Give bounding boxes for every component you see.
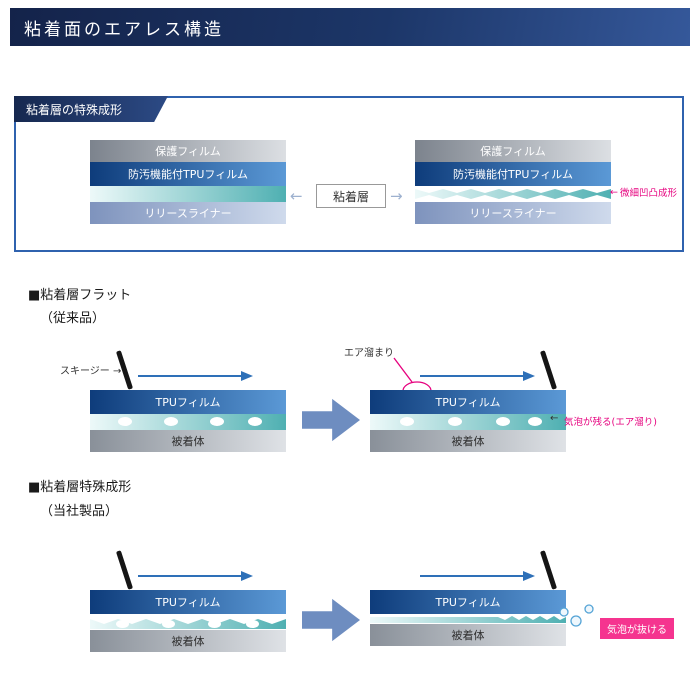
layer-adhesive-wavy [90,614,286,630]
substrate-layer: 被着体 [90,430,286,452]
block-arrow-icon [302,398,360,442]
special-section-subheading: （当社製品） [40,504,119,519]
block-arrow-icon [302,598,360,642]
box-badge: 粘着層の特殊成形 [14,96,168,122]
flat-stack-after: TPUフィルム 被着体 [370,390,566,452]
layer-adhesive [370,414,566,430]
layer-adhesive-compressed [370,614,566,624]
annotation-text: 微細凹凸成形 [619,188,677,199]
bubbles-remain-label: 気泡が残る(エア溜り) [564,417,657,428]
layer-tpu-film: 防汚機能付TPUフィルム [90,162,286,186]
substrate-layer: 被着体 [370,624,566,646]
motion-arrow [138,371,253,381]
layer-tpu-film: TPUフィルム [370,590,566,614]
air-bubble [116,620,129,628]
page-title: 粘着面のエアレス構造 [24,19,224,40]
layer-tpu-film: 防汚機能付TPUフィルム [415,162,611,186]
wavy-adhesive-shape [415,189,611,199]
compressed-adhesive-shape [370,616,566,623]
film-stack-textured: 保護フィルム 防汚機能付TPUフィルム リリースライナー [415,140,611,224]
air-bubble [162,620,175,628]
air-bubble [528,417,542,426]
motion-arrow [420,371,535,381]
adhesive-layer-label: 粘着層 [316,184,386,208]
squeegee-icon [539,550,558,590]
air-pocket-label: エア溜まり [344,348,394,359]
motion-arrow [138,571,253,581]
substrate-layer: 被着体 [90,630,286,652]
special-section-heading: ■粘着層特殊成形 [28,480,132,495]
squeegee-label: スキージー → [60,366,122,377]
special-stack-after: TPUフィルム 被着体 [370,590,566,646]
air-bubble [210,417,224,426]
arrow-right-icon: → [390,187,403,205]
annotation-arrow-icon: ← [610,186,618,198]
film-stack-flat: 保護フィルム 防汚機能付TPUフィルム リリースライナー [90,140,286,224]
escaping-bubbles-icon [559,604,594,627]
special-molding-box: 粘着層の特殊成形 保護フィルム 防汚機能付TPUフィルム リリースライナー ← … [14,96,684,252]
bubbles-escape-badge: 気泡が抜ける [600,618,674,639]
layer-release-liner: リリースライナー [415,202,611,224]
air-bubble [248,417,262,426]
header-bar: 粘着面のエアレス構造 [10,8,690,46]
air-bubble [118,417,132,426]
micro-texture-annotation: ← 微細凹凸成形 [610,185,677,200]
layer-protect-film: 保護フィルム [415,140,611,162]
substrate-layer: 被着体 [370,430,566,452]
air-bubble [400,417,414,426]
squeegee-icon [539,350,558,390]
air-bubble [448,417,462,426]
layer-adhesive-wavy [415,186,611,202]
bubbles-remain-arrow-icon: ← [550,413,559,424]
layer-protect-film: 保護フィルム [90,140,286,162]
layer-tpu-film: TPUフィルム [370,390,566,414]
squeegee-icon [115,550,134,590]
air-bubble [246,620,259,628]
layer-adhesive [90,414,286,430]
wavy-adhesive-shape [90,619,286,629]
flat-section-subheading: （従来品） [40,311,106,326]
air-bubble [496,417,510,426]
layer-release-liner: リリースライナー [90,202,286,224]
flat-section-heading: ■粘着層フラット [28,288,132,303]
flat-stack-before: TPUフィルム 被着体 [90,390,286,452]
layer-adhesive-flat [90,186,286,202]
arrow-left-icon: ← [290,187,303,205]
layer-tpu-film: TPUフィルム [90,590,286,614]
special-stack-before: TPUフィルム 被着体 [90,590,286,652]
motion-arrow [420,571,535,581]
air-bubble [208,620,221,628]
air-bubble [164,417,178,426]
layer-tpu-film: TPUフィルム [90,390,286,414]
